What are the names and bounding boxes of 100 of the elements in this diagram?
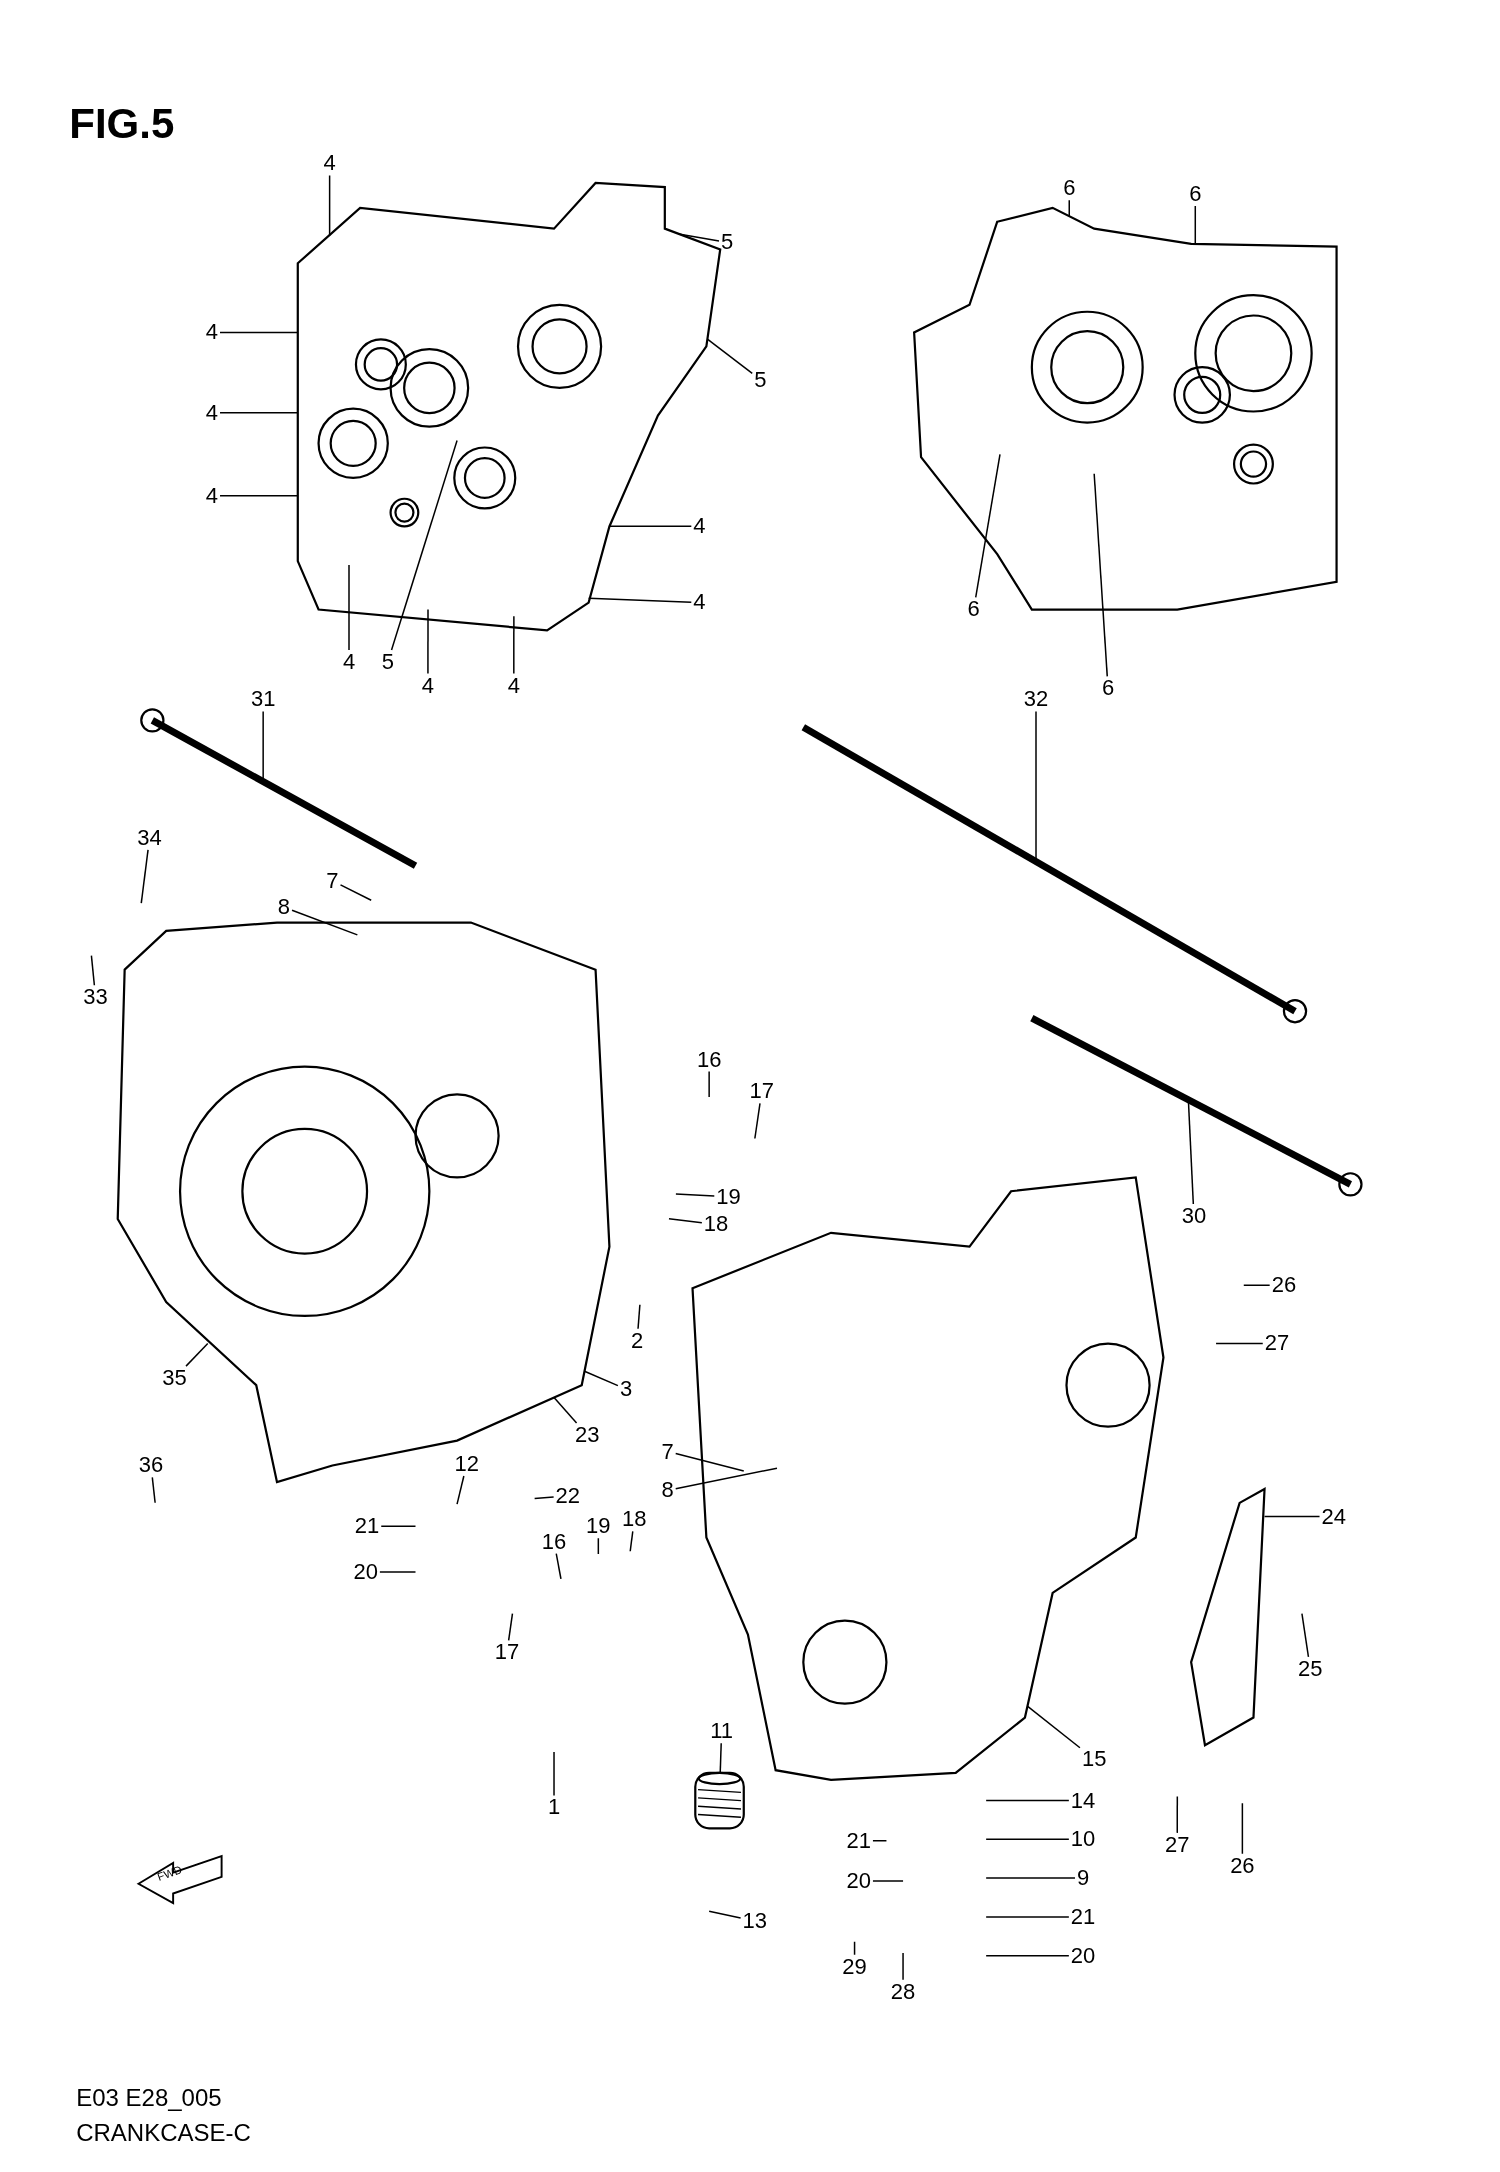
callout-number: 30: [1179, 1204, 1209, 1229]
callout-number: 4: [321, 151, 338, 176]
direction-label: FWD: [155, 1863, 183, 1883]
bolt-drawing: [140, 708, 418, 869]
leader-line: [985, 1954, 1070, 1957]
callout-number: 17: [747, 1079, 776, 1104]
crankcase-half-drawing: [116, 921, 611, 1484]
leader-line: [328, 174, 331, 237]
callout-number: 16: [539, 1529, 569, 1554]
callout-number: 34: [135, 825, 164, 850]
callout-number: 26: [1228, 1853, 1257, 1878]
callout-number: 26: [1269, 1273, 1299, 1298]
drawing-code: E03 E28_005: [76, 2084, 222, 2113]
leader-line: [1241, 1802, 1244, 1855]
figure-title: FIG.5: [69, 99, 175, 148]
leader-line: [719, 1742, 722, 1774]
leader-line: [668, 1218, 703, 1224]
leader-line: [291, 909, 359, 936]
leader-line: [985, 1916, 1070, 1918]
callout-number: 4: [505, 673, 522, 698]
callout-number: 24: [1319, 1504, 1348, 1529]
pipe-drawing: [694, 1771, 745, 1830]
leader-line: [1215, 1342, 1264, 1345]
callout-number: 1: [545, 1795, 563, 1820]
leader-line: [1068, 199, 1070, 217]
leader-line: [853, 1941, 856, 1956]
callout-number: 19: [714, 1184, 743, 1209]
callout-number: 7: [324, 868, 341, 893]
callout-number: 9: [1074, 1866, 1092, 1891]
callout-number: 4: [203, 483, 221, 508]
callout-number: 4: [203, 400, 221, 425]
callout-number: 36: [136, 1453, 166, 1478]
callout-number: 21: [352, 1514, 382, 1539]
crankcase-half-drawing: [296, 181, 722, 632]
callout-number: 8: [659, 1478, 676, 1503]
drawing-name: CRANKCASE-C: [76, 2119, 251, 2148]
callout-number: 18: [701, 1212, 731, 1237]
callout-number: 6: [1061, 176, 1078, 201]
callout-number: 20: [844, 1868, 873, 1893]
leader-line: [1263, 1515, 1321, 1518]
callout-number: 20: [1068, 1943, 1098, 1968]
leader-line: [456, 1475, 465, 1505]
leader-line: [985, 1799, 1070, 1802]
callout-number: 21: [844, 1828, 873, 1853]
leader-line: [555, 1552, 562, 1580]
callout-number: 32: [1021, 687, 1051, 712]
leader-line: [674, 1452, 745, 1472]
leader-line: [708, 1910, 742, 1919]
callout-number: 27: [1262, 1331, 1292, 1356]
crankcase-half-drawing: [691, 1176, 1165, 1782]
leader-line: [677, 233, 720, 242]
leader-line: [985, 1838, 1070, 1841]
callout-number: 4: [340, 650, 358, 675]
leader-line: [1301, 1612, 1310, 1658]
leader-line: [513, 615, 515, 675]
leader-line: [707, 338, 753, 375]
leader-line: [262, 710, 264, 780]
leader-line: [587, 597, 693, 603]
leader-line: [219, 331, 299, 334]
callout-number: 12: [452, 1452, 481, 1476]
callout-number: 13: [740, 1909, 770, 1934]
leader-line: [507, 1612, 514, 1642]
leader-line: [1035, 710, 1037, 860]
callout-number: 4: [203, 320, 221, 345]
callout-number: 5: [752, 367, 769, 392]
callout-number: 29: [840, 1954, 869, 1979]
callout-number: 18: [620, 1507, 649, 1532]
callout-number: 22: [553, 1483, 583, 1508]
callout-number: 27: [1163, 1832, 1192, 1857]
callout-number: 20: [351, 1560, 380, 1584]
callout-number: 23: [573, 1422, 602, 1447]
callout-number: 4: [691, 514, 708, 539]
leader-line: [974, 453, 1001, 599]
callout-number: 6: [965, 597, 982, 622]
leader-line: [533, 1496, 555, 1500]
callout-number: 4: [419, 673, 437, 698]
leader-line: [708, 1070, 710, 1098]
leader-line: [608, 525, 693, 528]
bolt-drawing: [801, 724, 1308, 1024]
leader-line: [754, 1102, 761, 1140]
leader-line: [140, 849, 149, 904]
leader-line: [219, 495, 299, 497]
leader-line: [427, 608, 429, 675]
leader-line: [185, 1342, 209, 1367]
callout-number: 6: [1099, 676, 1117, 701]
callout-number: 11: [708, 1719, 735, 1744]
leader-line: [872, 1839, 888, 1842]
leader-line: [629, 1530, 634, 1552]
callout-number: 17: [492, 1640, 522, 1665]
leader-line: [90, 954, 96, 986]
leader-line: [674, 1467, 778, 1490]
leader-line: [553, 1751, 555, 1797]
callout-number: 8: [275, 895, 293, 920]
leader-line: [872, 1880, 904, 1882]
callout-number: 7: [659, 1439, 676, 1464]
callout-number: 4: [691, 590, 708, 615]
callout-number: 3: [617, 1377, 635, 1402]
leader-line: [379, 1571, 417, 1573]
leader-line: [637, 1303, 641, 1330]
leader-line: [597, 1537, 600, 1555]
